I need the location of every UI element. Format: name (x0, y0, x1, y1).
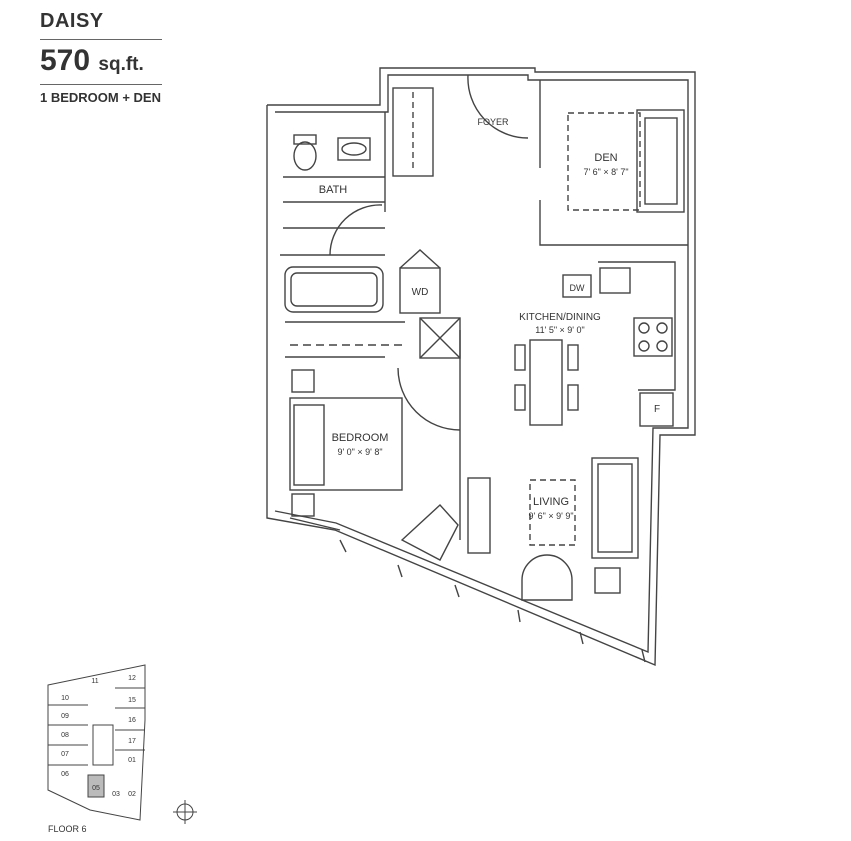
keyplan-unit: 17 (128, 738, 136, 745)
label-kitchen: KITCHEN/DINING (519, 312, 601, 323)
key-plan (47, 664, 197, 824)
armchair (400, 504, 459, 561)
floor-label: FLOOR 6 (48, 824, 87, 834)
cooktop (633, 317, 673, 357)
bedroom-count: 1 BEDROOM + DEN (40, 90, 161, 105)
entry-door-swing (467, 74, 529, 139)
den-wall-lower (539, 200, 688, 246)
bathtub-inner (290, 272, 378, 307)
kitchen-counter (598, 261, 676, 391)
fridge (639, 392, 674, 427)
media-unit (467, 477, 491, 554)
label-living-dims: 9' 6" × 9' 9" (528, 511, 573, 521)
toilet (293, 141, 317, 171)
header-divider-top (40, 39, 162, 40)
keyplan-unit: 11 (91, 678, 98, 685)
keyplan-unit: 09 (61, 713, 69, 720)
keyplan-unit: 01 (128, 757, 136, 764)
keyplan-unit: 05 (92, 785, 100, 792)
label-den-dims: 7' 6" × 8' 7" (583, 167, 628, 177)
label-fridge: F (654, 404, 660, 415)
keyplan-unit: 10 (61, 695, 69, 702)
toilet-tank (293, 134, 317, 145)
bathtub (284, 266, 384, 313)
foyer-closet (392, 87, 434, 177)
nightstand-top (291, 369, 315, 393)
bath-door-swing (329, 204, 383, 256)
bed (289, 397, 403, 491)
keyplan-unit: 06 (61, 771, 69, 778)
den-rug (567, 112, 641, 211)
coffee-table (529, 479, 576, 546)
label-bedroom: BEDROOM (332, 432, 389, 444)
bath-sink (337, 137, 371, 161)
area-value: 570 (40, 44, 91, 77)
wd-door (399, 249, 441, 269)
key-plan-highlight (87, 774, 105, 798)
dining-table (529, 339, 563, 426)
keyplan-unit: 07 (61, 751, 69, 758)
keyplan-unit: 08 (61, 732, 69, 739)
window-sill (289, 517, 341, 531)
nightstand-bottom (291, 493, 315, 517)
keyplan-unit: 02 (128, 791, 136, 798)
keyplan-unit: 03 (112, 791, 120, 798)
living-sofa (591, 457, 639, 559)
label-den: DEN (594, 152, 617, 164)
label-bath: BATH (319, 184, 348, 196)
area-unit: sq.ft. (98, 54, 144, 75)
inner-wall-line (274, 74, 689, 654)
keyplan-unit: 12 (128, 675, 136, 682)
sink-basin (341, 142, 367, 156)
label-living: LIVING (533, 496, 569, 508)
kitchen-sink (599, 267, 631, 294)
keyplan-unit: 15 (128, 697, 136, 704)
living-armchair (521, 554, 573, 601)
den-sofa-cushion (644, 117, 678, 205)
dishwasher (562, 274, 592, 298)
bedroom-door-swing (397, 367, 461, 431)
label-foyer: FOYER (477, 117, 509, 127)
washer-dryer (399, 267, 441, 314)
label-bedroom-dims: 9' 0" × 9' 8" (337, 447, 382, 457)
unit-name: DAISY (40, 10, 104, 32)
label-wd: WD (412, 287, 429, 298)
den-sofa (636, 109, 685, 213)
label-kitchen-dims: 11' 5" × 9' 0" (535, 325, 584, 335)
keyplan-unit: 16 (128, 717, 136, 724)
unit-area: 570 sq.ft. (40, 44, 144, 78)
label-dw: DW (570, 283, 585, 293)
outer-wall (266, 67, 696, 667)
side-table (594, 567, 621, 594)
bed-pillows (293, 404, 325, 486)
header-divider-bottom (40, 84, 162, 85)
